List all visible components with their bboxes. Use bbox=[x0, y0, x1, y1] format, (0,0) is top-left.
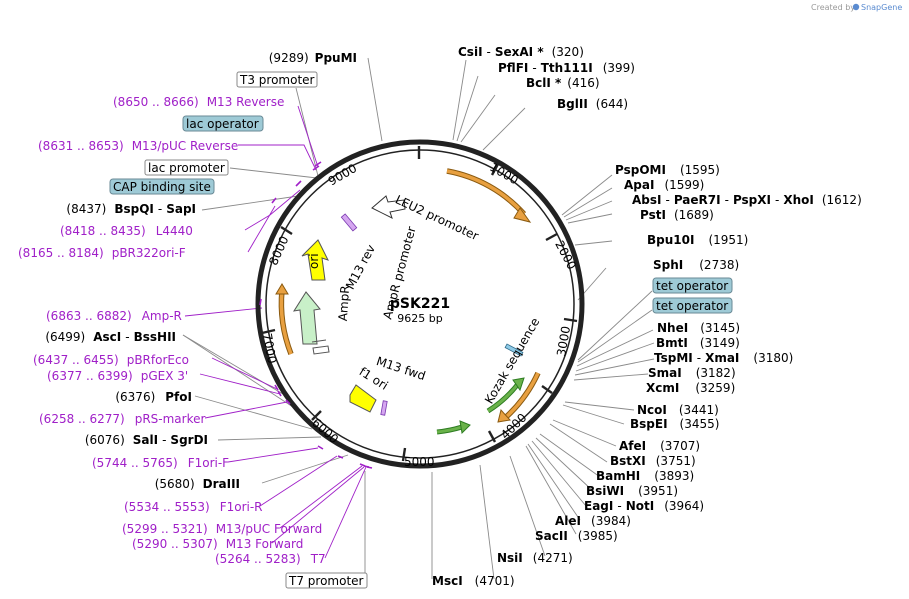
enzyme-label[interactable]: XcmI(3259) bbox=[646, 381, 735, 395]
orange-br-arrowhead bbox=[497, 408, 511, 423]
snapgene-credit: Created by SnapGene bbox=[811, 3, 902, 12]
leu2-promoter-arrow[interactable] bbox=[371, 195, 406, 219]
tet-operator-box[interactable] bbox=[652, 277, 733, 294]
credit-prefix: Created by bbox=[811, 3, 855, 12]
m13-fwd-mark[interactable] bbox=[380, 400, 388, 416]
enzyme-label[interactable]: AfeI(3707) bbox=[619, 439, 700, 453]
primer-label[interactable]: (6258 .. 6277)pRS-marker bbox=[39, 412, 205, 426]
tick-label: 5000 bbox=[404, 455, 435, 469]
enzyme-label[interactable]: (8437)BspQI-SapI bbox=[66, 202, 196, 216]
orange-feature-left-arc[interactable] bbox=[279, 289, 293, 355]
enzyme-label[interactable]: BsiWI(3951) bbox=[586, 484, 678, 498]
primer-label[interactable]: (5290 .. 5307)M13 Forward bbox=[132, 537, 303, 551]
m13-rev-mark[interactable] bbox=[340, 213, 358, 232]
green-arrowhead bbox=[512, 377, 525, 392]
enzyme-label[interactable]: Bpu10I(1951) bbox=[647, 233, 748, 247]
enzyme-label[interactable]: SacII(3985) bbox=[535, 529, 618, 543]
ampr-arrow[interactable] bbox=[292, 291, 321, 345]
tick-label: 9000 bbox=[326, 161, 359, 188]
lac-operator-box[interactable] bbox=[182, 115, 264, 132]
primer-label[interactable]: (5264 .. 5283)T7 bbox=[215, 552, 326, 566]
ampr-line bbox=[311, 339, 327, 343]
enzyme-label[interactable]: (6076)SalI-SgrDI bbox=[85, 433, 208, 447]
primer-label[interactable]: (8418 .. 8435)L4440 bbox=[60, 224, 193, 238]
primer-label[interactable]: (8631 .. 8653)M13/pUC Reverse bbox=[38, 139, 238, 153]
primer-labels: (8650 .. 8666)M13 Reverse (8631 .. 8653)… bbox=[18, 95, 326, 566]
primer-leader-lines bbox=[184, 105, 367, 559]
orange-feature-arrowhead bbox=[513, 207, 532, 223]
enzyme-label[interactable]: ApaI(1599) bbox=[624, 178, 704, 192]
enzyme-label[interactable]: TspMI-XmaI(3180) bbox=[654, 351, 793, 365]
primer-label[interactable]: (5299 .. 5321)M13/pUC Forward bbox=[122, 522, 322, 536]
enzyme-label[interactable]: BspEI(3455) bbox=[630, 417, 719, 431]
primer-label[interactable]: (6863 .. 6882)Amp-R bbox=[46, 309, 182, 323]
ampr-label: AmpR bbox=[336, 285, 352, 322]
primer-label[interactable]: (6377 .. 6399)pGEX 3' bbox=[47, 369, 188, 383]
ampr-promoter-box[interactable] bbox=[312, 345, 330, 355]
enzyme-label[interactable]: CsiI-SexAI *(320) bbox=[458, 45, 584, 59]
lac-promoter-box[interactable] bbox=[144, 159, 229, 176]
lac-promoter-label: lac promoter bbox=[148, 161, 225, 175]
enzyme-label[interactable]: EagI-NotI(3964) bbox=[584, 499, 704, 513]
enzyme-label[interactable]: PflFI-Tth111I(399) bbox=[498, 61, 635, 75]
primer-label[interactable]: (8165 .. 8184)pBR322ori-F bbox=[18, 246, 186, 260]
enzyme-label[interactable]: BmtI(3149) bbox=[656, 336, 740, 350]
kozak-mark[interactable] bbox=[504, 343, 524, 357]
enzyme-label[interactable]: (5680)DraIII bbox=[155, 477, 240, 491]
enzyme-label[interactable]: BclI *(416) bbox=[526, 76, 600, 90]
enzyme-label[interactable]: AbsI-PaeR7I-PspXI-XhoI(1612) bbox=[632, 193, 862, 207]
t3-promoter-label: T3 promoter bbox=[239, 73, 315, 87]
plasmid-name: pSK221 bbox=[390, 296, 450, 312]
feature-boxes: T3 promoter lac operator lac promoter CA… bbox=[109, 71, 733, 589]
enzyme-label[interactable]: SphI(2738) bbox=[653, 258, 739, 272]
orange-left-arrowhead bbox=[275, 283, 289, 295]
enzyme-label[interactable]: PspOMI(1595) bbox=[615, 163, 720, 177]
tet-operator-label-2: tet operator bbox=[656, 299, 728, 313]
tick-label: 3000 bbox=[554, 325, 573, 358]
cap-binding-site-label: CAP binding site bbox=[113, 180, 211, 194]
enzyme-label[interactable]: MscI(4701) bbox=[432, 574, 515, 588]
enzyme-label[interactable]: BglII(644) bbox=[557, 97, 628, 111]
position-ticks bbox=[261, 146, 578, 462]
features bbox=[275, 168, 541, 435]
green2-arrowhead bbox=[459, 420, 471, 435]
tet-operator-label: tet operator bbox=[656, 279, 728, 293]
enzyme-label[interactable]: NheI(3145) bbox=[657, 321, 740, 335]
t7-promoter-box[interactable] bbox=[285, 572, 368, 589]
m13-rev-label: M13 rev bbox=[343, 242, 378, 291]
enzyme-label[interactable]: NcoI(3441) bbox=[637, 403, 719, 417]
primer-label[interactable]: (6437 .. 6455)pBRforEco bbox=[33, 353, 189, 367]
primer-label[interactable]: (5744 .. 5765)F1ori-F bbox=[92, 456, 229, 470]
f1-ori-arrow[interactable] bbox=[349, 384, 377, 413]
enzyme-label[interactable]: (9289)PpuMI bbox=[269, 51, 357, 65]
enzyme-label[interactable]: NsiI(4271) bbox=[497, 551, 573, 565]
enzyme-labels: (9289)PpuMI CsiI-SexAI *(320) PflFI-Tth1… bbox=[45, 45, 861, 588]
orange-feature-arc[interactable] bbox=[446, 169, 526, 216]
enzyme-label[interactable]: (6499)AscI-BssHII bbox=[45, 330, 176, 344]
lac-operator-label: lac operator bbox=[186, 117, 259, 131]
ori-arrow[interactable] bbox=[301, 239, 329, 281]
primer-markers bbox=[259, 161, 373, 469]
enzyme-label[interactable]: BamHI(3893) bbox=[596, 469, 694, 483]
plasmid-backbone bbox=[255, 139, 585, 469]
tick-label: 7000 bbox=[260, 332, 279, 365]
enzyme-label[interactable]: AleI(3984) bbox=[555, 514, 631, 528]
enzyme-leader-lines bbox=[182, 57, 655, 580]
enzyme-label[interactable]: SmaI(3182) bbox=[648, 366, 736, 380]
cap-binding-site-box[interactable] bbox=[109, 178, 215, 195]
t3-promoter-box[interactable] bbox=[236, 71, 318, 88]
tet-operator-box-2[interactable] bbox=[652, 297, 733, 314]
orange-feature-br-arc[interactable] bbox=[503, 372, 540, 420]
snapgene-logo-icon bbox=[852, 3, 860, 11]
enzyme-label[interactable]: PstI(1689) bbox=[640, 208, 714, 222]
t7-promoter-label: T7 promoter bbox=[288, 574, 364, 588]
primer-label[interactable]: (8650 .. 8666)M13 Reverse bbox=[113, 95, 284, 109]
primer-label[interactable]: (5534 .. 5553)F1ori-R bbox=[124, 500, 263, 514]
enzyme-label[interactable]: (6376)PfoI bbox=[115, 390, 192, 404]
ori-label: ori bbox=[307, 253, 321, 269]
plasmid-size: 9625 bp bbox=[397, 312, 442, 325]
enzyme-label[interactable]: BstXI(3751) bbox=[610, 454, 696, 468]
credit-brand: SnapGene bbox=[861, 3, 902, 12]
